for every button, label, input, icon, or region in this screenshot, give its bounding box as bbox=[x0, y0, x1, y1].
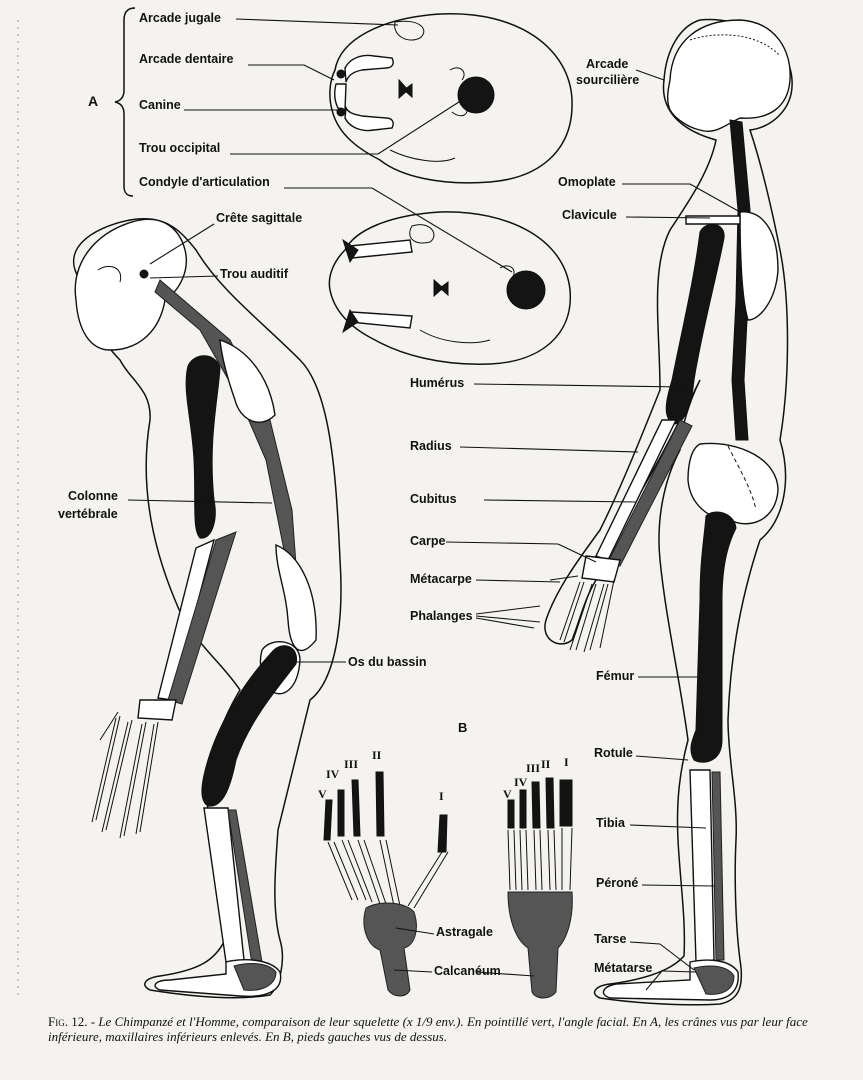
toe-numeral-chimp-v: V bbox=[318, 787, 327, 801]
toe-numeral-human-v: V bbox=[503, 787, 512, 801]
toe-numeral-chimp-iv: IV bbox=[326, 767, 340, 781]
figure-caption: Fig. 12. - Le Chimpanzé et l'Homme, comp… bbox=[48, 1014, 828, 1044]
human-foot-top-view bbox=[508, 778, 572, 998]
label-condyle: Condyle d'articulation bbox=[139, 175, 270, 189]
toe-numeral-chimp-iii: III bbox=[344, 757, 358, 771]
label-arcade-jugale: Arcade jugale bbox=[139, 11, 221, 25]
label-omoplate: Omoplate bbox=[558, 175, 616, 189]
human-teeth-arcade bbox=[335, 56, 393, 131]
label-clavicule: Clavicule bbox=[562, 208, 617, 222]
label-metacarpe: Métacarpe bbox=[410, 572, 472, 586]
group-a-bracket bbox=[115, 8, 135, 196]
label-crete-sagittale: Crête sagittale bbox=[216, 211, 302, 225]
label-arcade-sourciliere-2: sourcilière bbox=[576, 73, 639, 87]
chimpanzee-skeleton bbox=[74, 219, 341, 998]
human-skeleton bbox=[545, 20, 792, 1005]
label-phalanges: Phalanges bbox=[410, 609, 473, 623]
label-carpe: Carpe bbox=[410, 534, 445, 548]
label-colonne-2: vertébrale bbox=[58, 507, 118, 521]
toe-numeral-human-i: I bbox=[564, 755, 569, 769]
label-os-du-bassin: Os du bassin bbox=[348, 655, 427, 669]
label-femur: Fémur bbox=[596, 669, 634, 683]
label-radius: Radius bbox=[410, 439, 452, 453]
label-canine: Canine bbox=[139, 98, 181, 112]
caption-text: - Le Chimpanzé et l'Homme, comparaison d… bbox=[48, 1014, 808, 1044]
label-tarse: Tarse bbox=[594, 932, 626, 946]
label-tibia: Tibia bbox=[596, 816, 626, 830]
toe-numeral-human-ii: II bbox=[541, 757, 551, 771]
toe-numeral-human-iv: IV bbox=[514, 775, 528, 789]
label-perone: Péroné bbox=[596, 876, 638, 890]
label-metatarse: Métatarse bbox=[594, 961, 652, 975]
label-trou-auditif: Trou auditif bbox=[220, 267, 289, 281]
toe-numeral-human-iii: III bbox=[526, 761, 540, 775]
label-colonne-1: Colonne bbox=[68, 489, 118, 503]
label-calcaneum: Calcanéum bbox=[434, 964, 501, 978]
label-humerus: Humérus bbox=[410, 376, 464, 390]
human-skull-underside bbox=[330, 14, 572, 183]
label-astragale: Astragale bbox=[436, 925, 493, 939]
label-rotule: Rotule bbox=[594, 746, 633, 760]
toe-numeral-chimp-ii: II bbox=[372, 748, 382, 762]
caption-fig-number: Fig. 12. bbox=[48, 1014, 87, 1029]
label-cubitus: Cubitus bbox=[410, 492, 457, 506]
label-trou-occipital: Trou occipital bbox=[139, 141, 220, 155]
toe-numeral-chimp-i: I bbox=[439, 789, 444, 803]
label-group-b: B bbox=[458, 720, 467, 735]
label-arcade-sourciliere-1: Arcade bbox=[586, 57, 628, 71]
chimp-foot-top-view bbox=[324, 772, 448, 996]
label-arcade-dentaire: Arcade dentaire bbox=[139, 52, 234, 66]
label-group-a: A bbox=[88, 93, 98, 109]
